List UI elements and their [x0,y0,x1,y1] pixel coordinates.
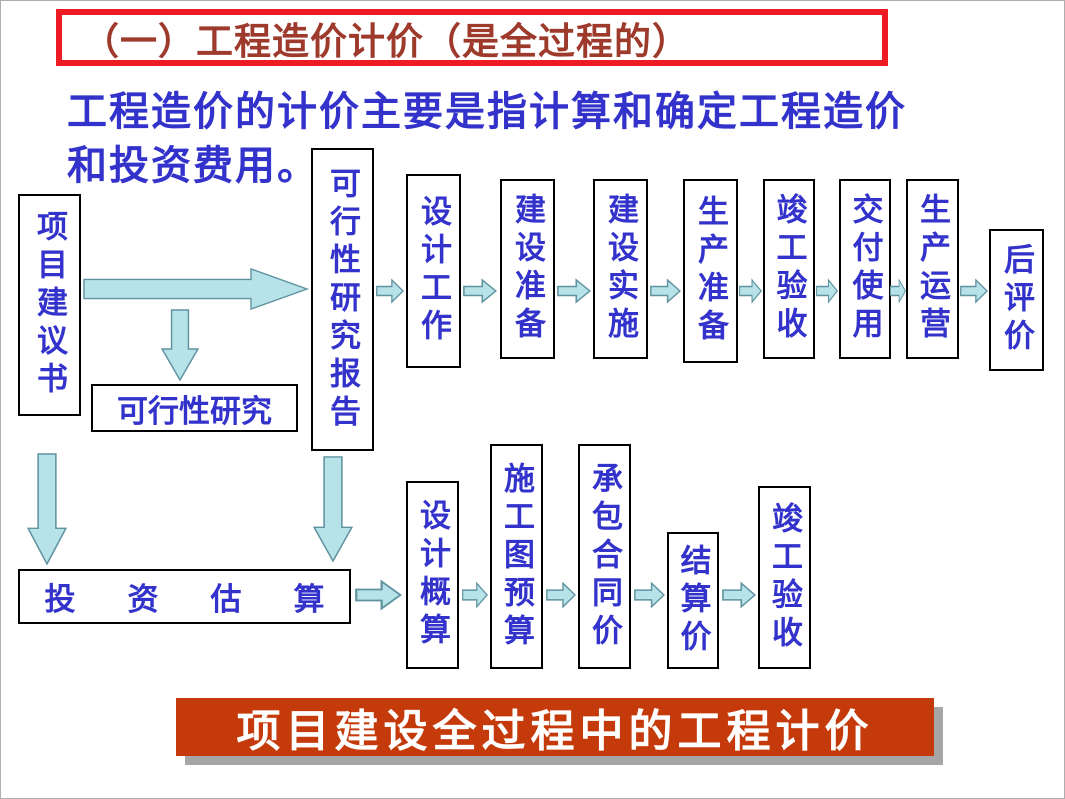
arrow-right-icon [376,278,404,304]
flow-box-bottom-2-label: 承包合同价 [587,461,622,652]
flow-box-top-0-label: 设计工作 [416,195,451,347]
arrow-right-icon [890,278,906,304]
box-feasibility-report-label: 可行性研究报告 [325,166,360,433]
box-feasibility-study: 可行性研究 [91,384,298,432]
arrow-right-icon [739,278,762,304]
flow-box-top-1: 建设准备 [500,179,555,359]
flow-box-top-3: 生产准备 [683,179,738,363]
flow-box-top-7-label: 后评价 [999,243,1034,357]
arrow-right-icon [557,278,591,304]
flow-box-top-7: 后评价 [989,229,1044,371]
bottom-banner-text: 项目建设全过程中的工程计价 [236,707,874,756]
flow-box-top-1-label: 建设准备 [510,193,545,345]
intro-line-1: 工程造价的计价主要是指计算和确定工程造价 [67,89,907,134]
arrow-down-from-report-icon [313,456,353,562]
flow-box-bottom-4-label: 竣工验收 [767,501,802,654]
flow-box-top-6: 生产运营 [906,179,959,359]
title-box: （一）工程造价计价（是全过程的） [56,9,888,66]
arrow-right-icon [462,581,488,609]
flow-box-bottom-3: 结算价 [667,532,719,669]
flow-box-top-4-label: 竣工验收 [771,193,807,345]
flow-box-top-6-label: 生产运营 [915,193,950,345]
arrow-right-big-icon [83,267,309,311]
flow-box-bottom-1: 施工图预算 [490,444,543,669]
box-project-proposal-label: 项目建议书 [32,210,67,400]
arrow-right-icon [355,579,402,611]
flow-box-top-5-label: 交付使用 [847,193,883,345]
flow-box-top-0: 设计工作 [406,174,461,368]
flow-box-top-2-label: 建设实施 [603,193,638,345]
flow-box-top-3-label: 生产准备 [693,195,728,347]
arrow-down-feasibility-icon [161,309,199,381]
box-feasibility-report: 可行性研究报告 [311,148,374,451]
flow-box-bottom-2: 承包合同价 [578,444,631,669]
intro-line-2: 和投资费用。 [67,143,319,188]
arrow-right-icon [634,581,665,609]
box-investment-estimate: 投资估算 [18,569,351,624]
arrow-right-icon [463,278,497,304]
arrow-right-icon [546,581,576,609]
box-investment-estimate-label: 投资估算 [44,582,377,617]
flow-box-bottom-1-label: 施工图预算 [499,461,534,652]
arrow-right-icon [816,278,838,304]
arrow-right-icon [722,581,756,609]
arrow-right-icon [960,278,988,304]
arrow-down-from-proposal-icon [27,453,67,565]
flow-box-bottom-0: 设计概算 [406,481,459,669]
flow-box-top-5: 交付使用 [839,179,891,359]
flow-box-bottom-4: 竣工验收 [758,486,811,669]
box-project-proposal: 项目建议书 [18,194,81,416]
box-feasibility-study-label: 可行性研究 [117,393,272,429]
flow-box-bottom-0-label: 设计概算 [415,499,450,651]
arrow-right-icon [650,278,681,304]
page-title: （一）工程造价计价（是全过程的） [82,21,690,63]
flow-box-top-2: 建设实施 [593,179,648,359]
flow-box-top-4: 竣工验收 [763,179,815,359]
flow-box-bottom-3-label: 结算价 [675,543,711,658]
bottom-banner: 项目建设全过程中的工程计价 [176,698,934,756]
